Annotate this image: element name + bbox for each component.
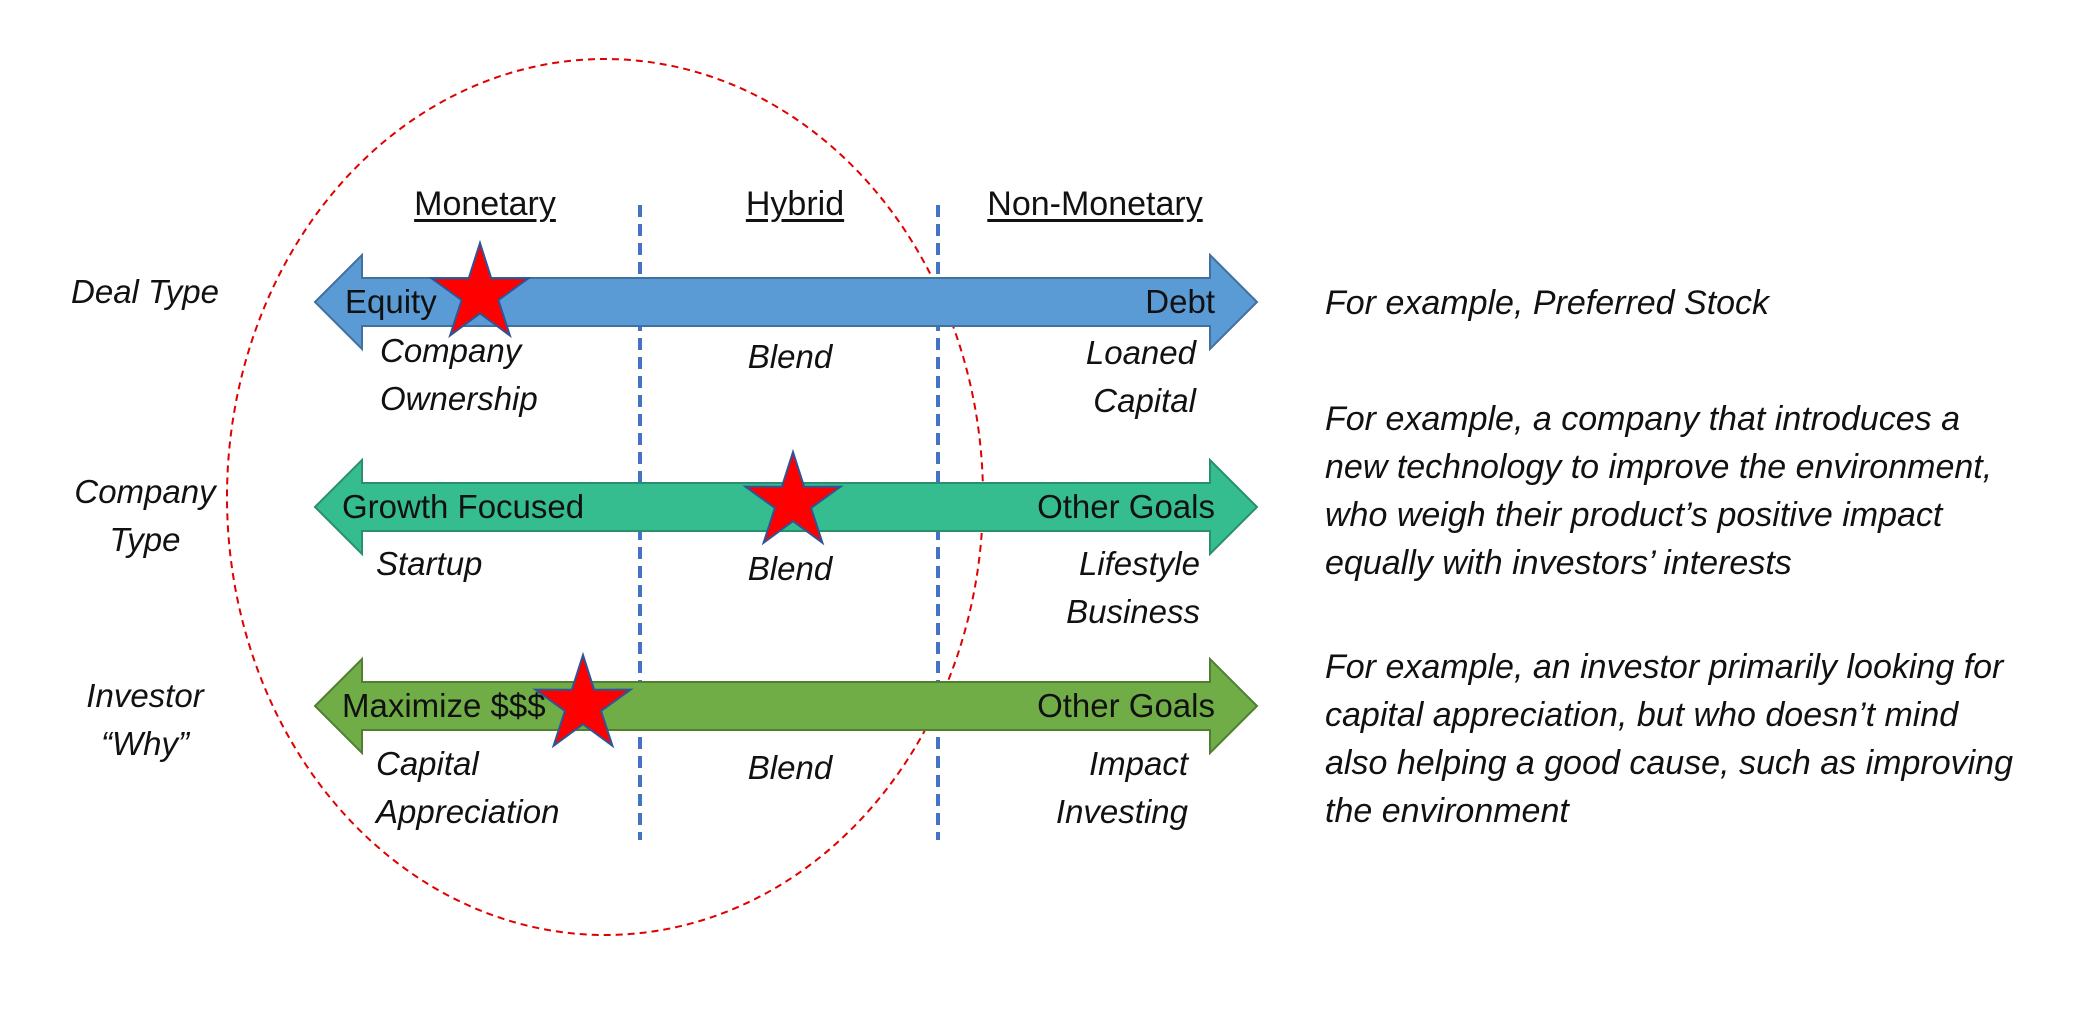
deal-type-right-label: Debt bbox=[1145, 283, 1215, 320]
company-type-example-line4: equally with investors’ interests bbox=[1325, 544, 1792, 582]
company-type-left-sub: Startup bbox=[376, 545, 483, 582]
arrow-deal-type bbox=[313, 252, 1259, 352]
company-type-example-line2: new technology to improve the environmen… bbox=[1325, 448, 1993, 486]
company-type-right-label: Other Goals bbox=[1037, 488, 1215, 525]
deal-type-left-label: Equity bbox=[345, 283, 437, 320]
column-heading-hybrid: Hybrid bbox=[745, 185, 845, 223]
investor-why-example-line3: also helping a good cause, such as impro… bbox=[1325, 744, 2013, 782]
company-type-left-label: Growth Focused bbox=[342, 488, 585, 525]
deal-type-left-sub-line1: Company bbox=[380, 332, 522, 369]
investor-why-example-line2: capital appreciation, but who doesn’t mi… bbox=[1325, 696, 1959, 734]
company-type-right-sub-line1: Lifestyle bbox=[1078, 545, 1200, 582]
company-type-middle-sub: Blend bbox=[747, 550, 833, 587]
investor-why-right-label: Other Goals bbox=[1037, 687, 1215, 724]
row-label-investor-why-line1: Investor bbox=[86, 677, 204, 714]
company-type-right-sub-line2: Business bbox=[1066, 593, 1200, 630]
column-heading-non-monetary: Non-Monetary bbox=[987, 185, 1203, 223]
deal-type-right-sub-line1: Loaned bbox=[1085, 334, 1196, 371]
row-label-company-type-line1: Company bbox=[74, 473, 216, 510]
star-investor-why-marker bbox=[532, 651, 634, 749]
investor-why-example-line1: For example, an investor primarily looki… bbox=[1325, 648, 2004, 686]
star-company-type-marker bbox=[742, 448, 844, 546]
deal-type-middle-sub: Blend bbox=[747, 338, 833, 375]
investor-why-left-sub-line2: Appreciation bbox=[376, 793, 560, 830]
row-label-deal-type: Deal Type bbox=[71, 273, 219, 310]
column-heading-monetary: Monetary bbox=[414, 185, 556, 223]
investor-why-left-sub-line1: Capital bbox=[376, 745, 479, 782]
investor-why-right-sub-line2: Investing bbox=[1055, 793, 1188, 830]
investor-why-left-label: Maximize $$$ bbox=[342, 687, 546, 724]
arrow-investor-why bbox=[313, 656, 1259, 756]
row-label-company-type-line2: Type bbox=[109, 521, 181, 558]
company-type-example-line3: who weigh their product’s positive impac… bbox=[1325, 496, 1943, 534]
row-label-investor-why-line2: “Why” bbox=[101, 725, 189, 762]
investor-why-example-line4: the environment bbox=[1325, 792, 1569, 830]
deal-type-right-sub-line2: Capital bbox=[1093, 382, 1196, 419]
investor-why-right-sub-line1: Impact bbox=[1088, 745, 1188, 782]
deal-type-left-sub-line2: Ownership bbox=[380, 380, 538, 417]
company-type-example-line1: For example, a company that introduces a bbox=[1325, 400, 1960, 438]
star-deal-type-marker bbox=[428, 239, 532, 339]
investor-why-middle-sub: Blend bbox=[747, 749, 833, 786]
deal-type-example-note: For example, Preferred Stock bbox=[1325, 284, 1770, 322]
